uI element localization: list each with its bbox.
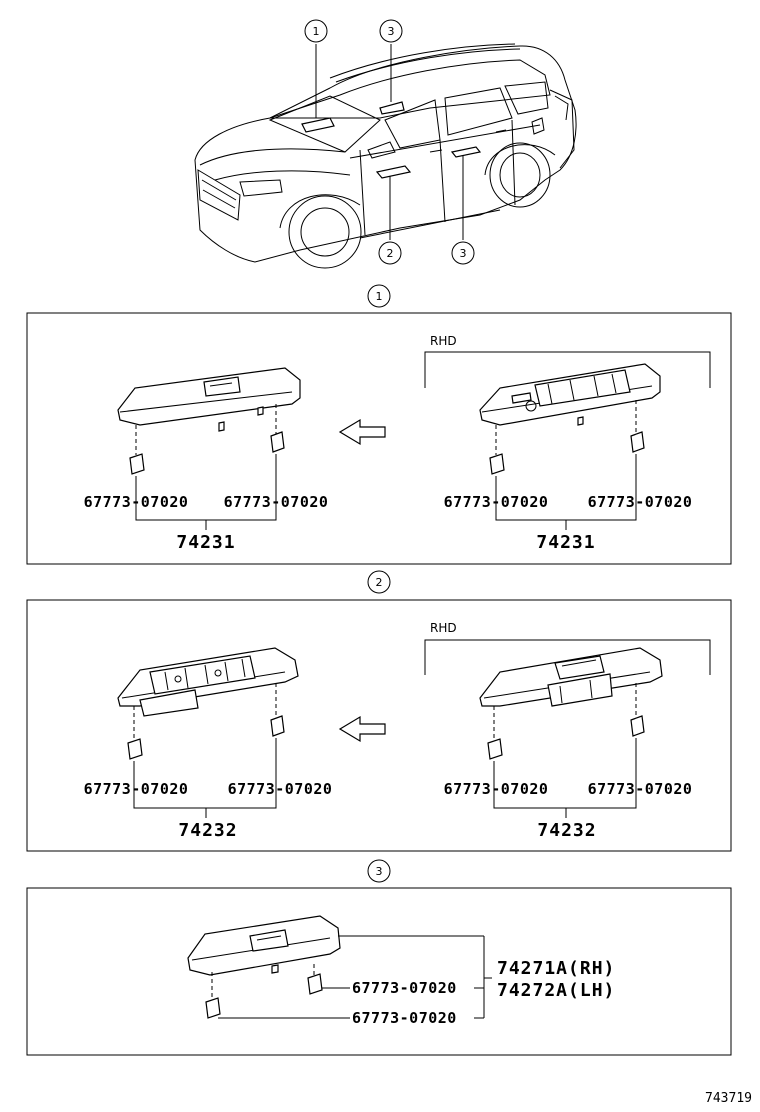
arrow-left-icon bbox=[338, 418, 386, 446]
assembly-number-s1-right: 74231 bbox=[536, 532, 595, 553]
clip-icon bbox=[129, 431, 285, 475]
part-number-s1-left-a: 67773-07020 bbox=[84, 493, 189, 511]
section-1-frame bbox=[26, 312, 732, 565]
rhd-label-2: RHD bbox=[430, 621, 457, 635]
callout-label-1: 1 bbox=[313, 25, 320, 38]
section-2-marker-label: 2 bbox=[376, 576, 383, 589]
assembly-number-s1-left: 74231 bbox=[176, 532, 235, 553]
clip-icon bbox=[127, 715, 285, 760]
switch-base-icon bbox=[479, 647, 663, 707]
part-number-s1-right-a: 67773-07020 bbox=[444, 493, 549, 511]
assembly-number-s2-right: 74232 bbox=[537, 820, 596, 841]
callout-label-3b: 3 bbox=[460, 247, 467, 260]
section-3-marker bbox=[367, 859, 391, 883]
switch-base-icon bbox=[117, 647, 299, 717]
clip-icon bbox=[205, 973, 323, 1019]
section-1-marker-label: 1 bbox=[376, 290, 383, 303]
clip-icon bbox=[489, 431, 645, 475]
section-1-marker bbox=[367, 284, 391, 308]
section-3-marker-label: 3 bbox=[376, 865, 383, 878]
part-number-s1-left-b: 67773-07020 bbox=[224, 493, 329, 511]
switch-base-icon bbox=[117, 367, 301, 432]
clip-icon bbox=[487, 715, 645, 760]
assembly-number-s2-left: 74232 bbox=[178, 820, 237, 841]
rhd-label-1: RHD bbox=[430, 334, 457, 348]
suv-outline-icon bbox=[194, 43, 577, 269]
part-number-s2-left-b: 67773-07020 bbox=[228, 780, 333, 798]
part-number-s3-clip-upper: 67773-07020 bbox=[352, 979, 457, 997]
callout-label-2: 2 bbox=[387, 247, 394, 260]
switch-base-icon bbox=[187, 915, 341, 976]
arrow-left-icon bbox=[338, 715, 386, 743]
callout-label-3: 3 bbox=[388, 25, 395, 38]
part-number-s1-right-b: 67773-07020 bbox=[588, 493, 693, 511]
part-number-s2-left-a: 67773-07020 bbox=[84, 780, 189, 798]
figure-number: 743719 bbox=[705, 1091, 752, 1106]
callout-circle-3b bbox=[451, 241, 475, 265]
callout-circle-2 bbox=[378, 241, 402, 265]
switch-base-icon bbox=[479, 363, 661, 426]
part-number-s2-right-b: 67773-07020 bbox=[588, 780, 693, 798]
assembly-number-s3-rh: 74271A(RH) bbox=[497, 958, 615, 979]
part-number-s3-clip-lower: 67773-07020 bbox=[352, 1009, 457, 1027]
section-2-marker bbox=[367, 570, 391, 594]
callout-circle-3 bbox=[379, 19, 403, 43]
assembly-number-s3-lh: 74272A(LH) bbox=[497, 980, 615, 1001]
callout-circle-1 bbox=[304, 19, 328, 43]
section-3-frame bbox=[26, 887, 732, 1056]
section-2-frame bbox=[26, 599, 732, 852]
part-number-s2-right-a: 67773-07020 bbox=[444, 780, 549, 798]
